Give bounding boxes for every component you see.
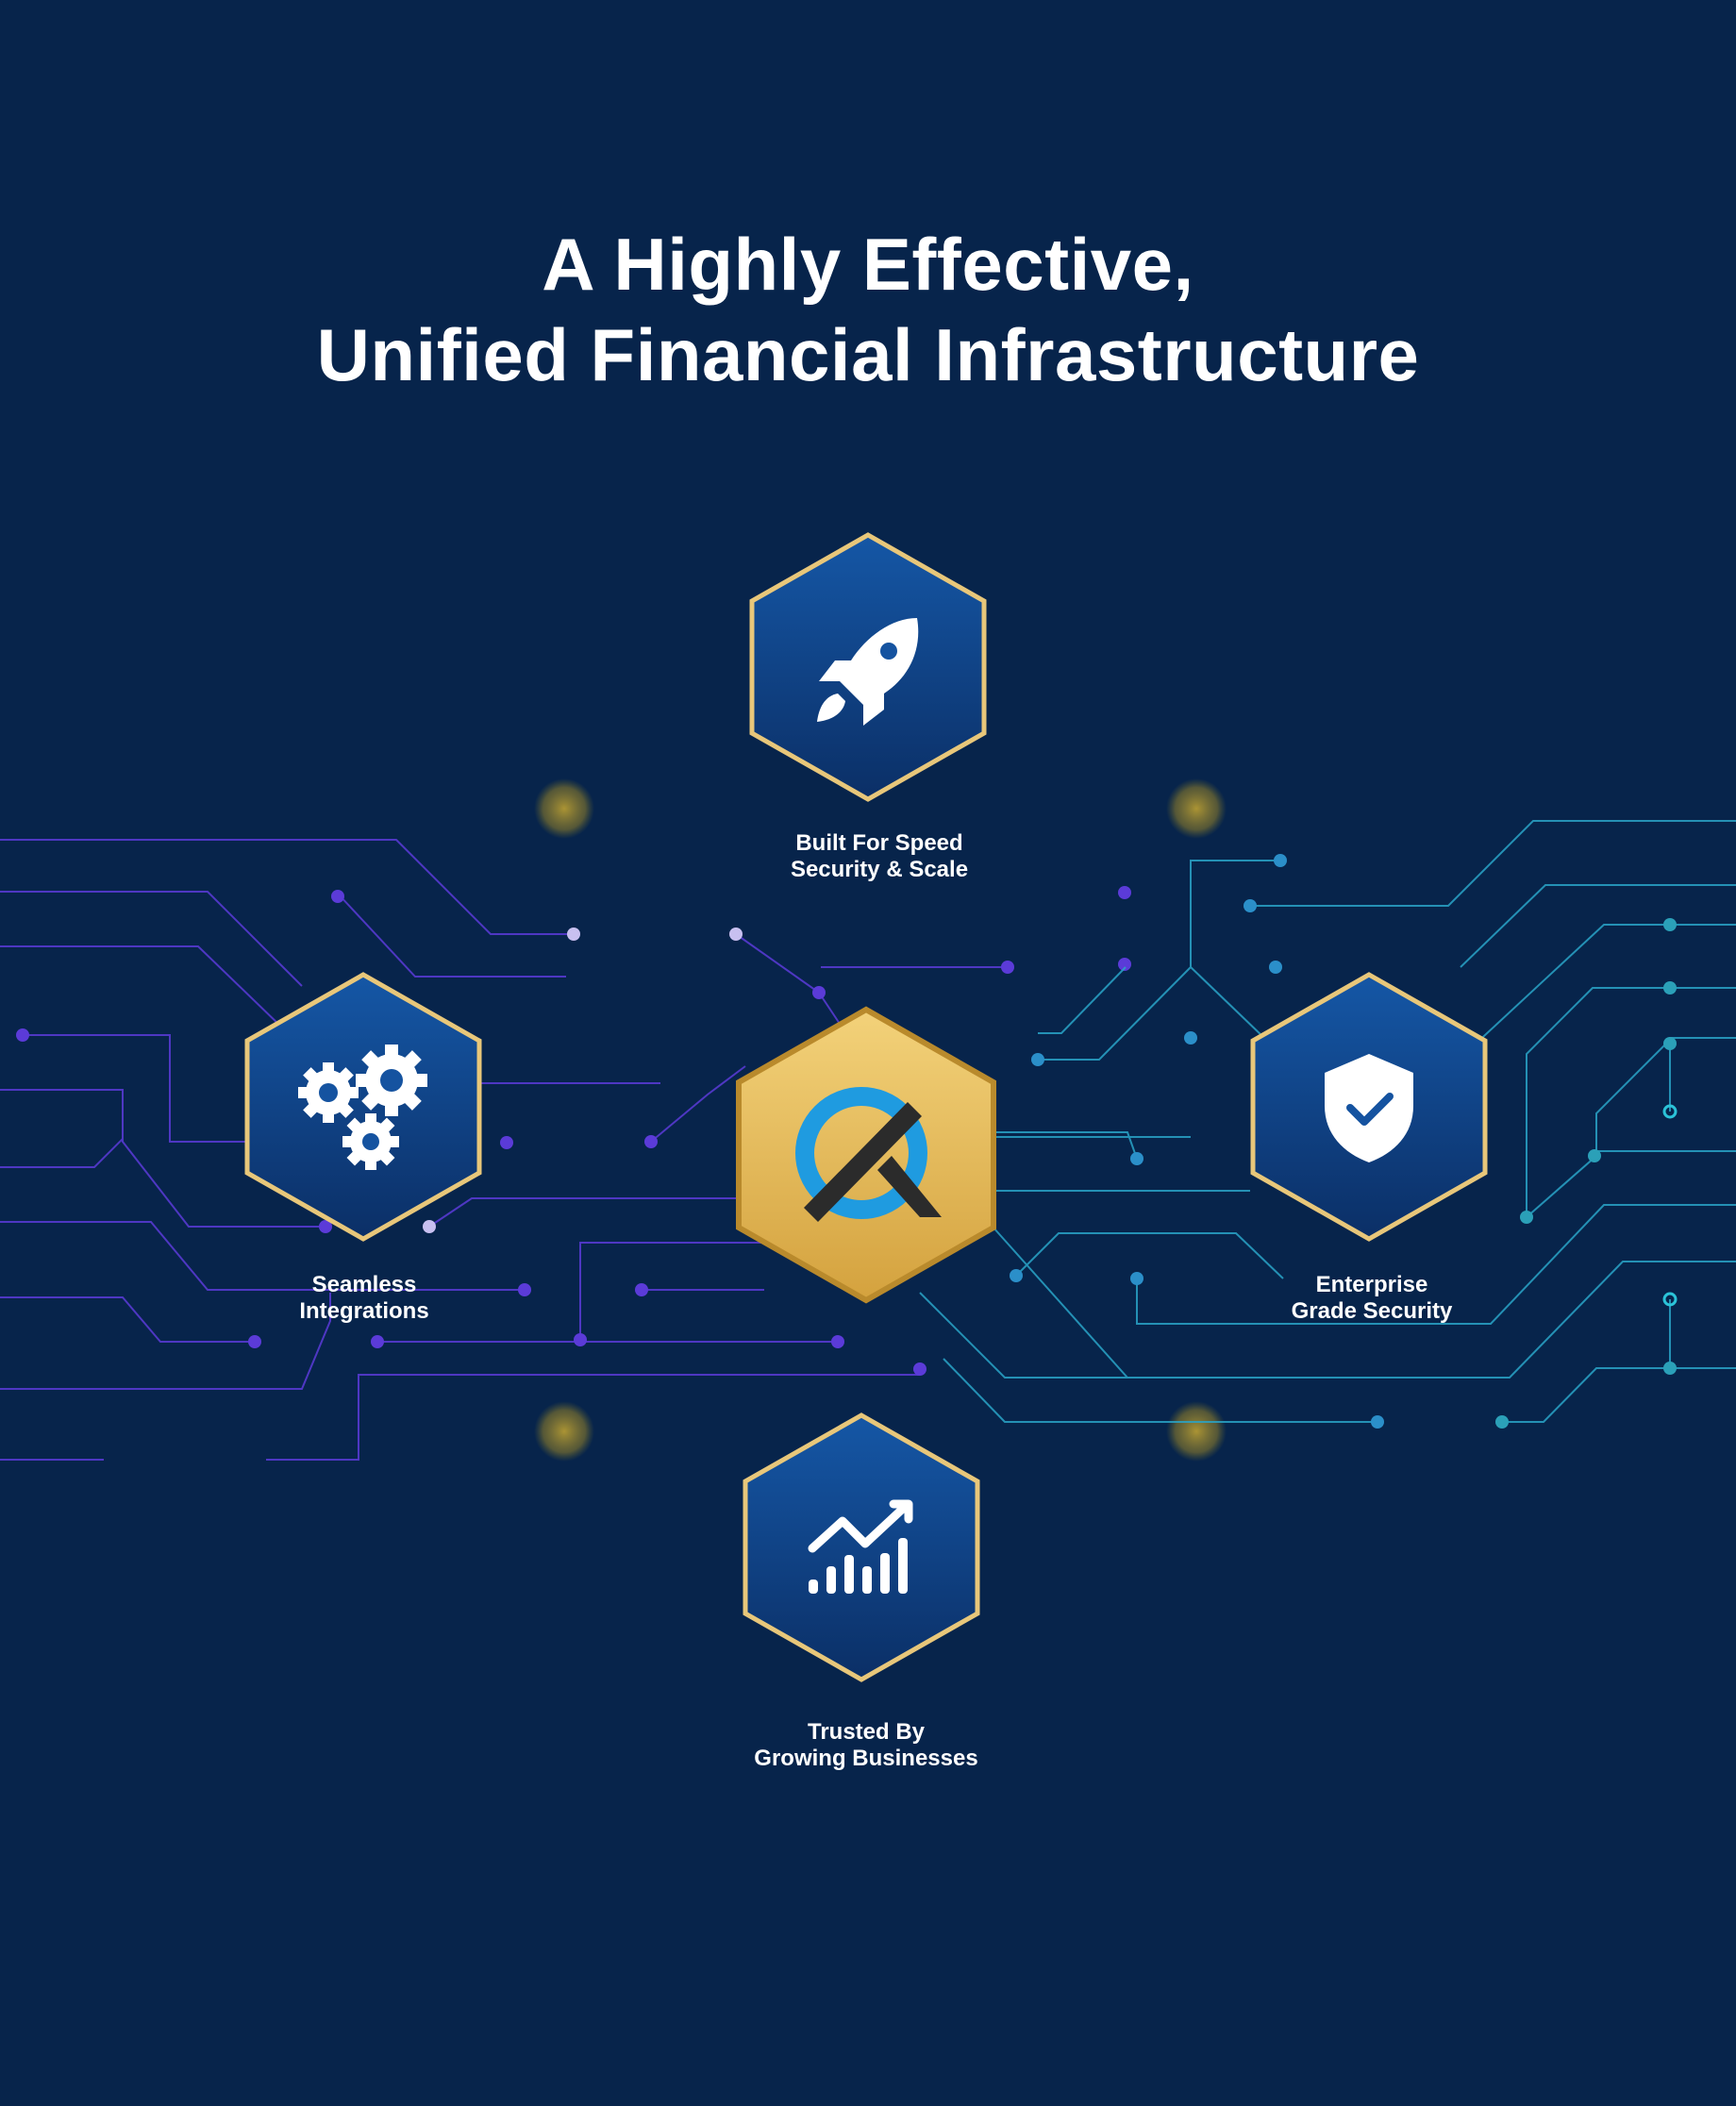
glow-dot: [1166, 1401, 1227, 1462]
circuit-node: [1001, 961, 1014, 974]
circuit-node: [1663, 1362, 1677, 1375]
circuit-node: [1184, 1031, 1197, 1045]
circuit-node: [635, 1283, 648, 1296]
circuit-node: [1663, 918, 1677, 931]
circuit-node: [1244, 899, 1257, 912]
circuit-node: [1031, 1053, 1044, 1066]
center-hub: [736, 1006, 996, 1304]
circuit-node: [1663, 1037, 1677, 1050]
glow-dot: [1166, 778, 1227, 839]
hexagon-frame: [244, 972, 482, 1242]
circuit-node: [1495, 1415, 1509, 1429]
circuit-node: [1588, 1149, 1601, 1162]
growth-chart-icon: [808, 1499, 913, 1594]
circuit-node: [913, 1362, 926, 1376]
circuit-node: [371, 1335, 384, 1348]
circuit-nodes-teal: [1495, 918, 1677, 1429]
title-line-2: Unified Financial Infrastructure: [316, 313, 1420, 396]
feature-trusted: [743, 1412, 980, 1682]
label-integrations-line-1: Seamless: [311, 1272, 417, 1297]
label-security: Enterprise Grade Security: [1202, 1272, 1542, 1325]
label-integrations-line-2: Integrations: [299, 1298, 429, 1324]
circuit-node: [1130, 1272, 1143, 1285]
glow-dots: [534, 778, 1227, 1462]
circuit-node: [423, 1220, 436, 1233]
circuit-node: [1274, 854, 1287, 867]
circuit-node: [729, 928, 743, 941]
circuit-node: [1130, 1152, 1143, 1165]
label-speed: Built For Speed Security & Scale: [709, 830, 1049, 883]
label-speed-line-2: Security & Scale: [790, 857, 969, 882]
circuit-node: [1118, 958, 1131, 971]
gears-icon: [298, 1045, 427, 1170]
label-speed-line-1: Built For Speed: [795, 830, 963, 856]
circuit-node: [500, 1136, 513, 1149]
circuit-node: [1663, 981, 1677, 994]
hexagon-frame: [743, 1412, 980, 1682]
circuit-traces-right: [919, 820, 1736, 1423]
circuit-node: [248, 1335, 261, 1348]
circuit-node: [16, 1028, 29, 1042]
glow-dot: [534, 778, 594, 839]
circuit-node: [518, 1283, 531, 1296]
circuit-nodes-right: [1010, 854, 1384, 1429]
label-security-line-2: Grade Security: [1291, 1298, 1453, 1324]
glow-dot: [534, 1401, 594, 1462]
circuit-node: [1520, 1211, 1533, 1224]
circuit-node: [567, 928, 580, 941]
feature-security: [1250, 972, 1488, 1242]
circuit-node: [1010, 1269, 1023, 1282]
shield-check-icon: [1325, 1054, 1413, 1162]
label-trusted: Trusted By Growing Businesses: [696, 1719, 1036, 1772]
feature-speed: [749, 532, 987, 802]
label-integrations: Seamless Integrations: [194, 1272, 534, 1325]
label-security-line-1: Enterprise: [1315, 1272, 1428, 1297]
circuit-node: [574, 1333, 587, 1346]
brand-logo-icon: [795, 1087, 942, 1222]
rocket-icon: [817, 618, 919, 726]
circuit-nodes-light: [423, 928, 743, 1233]
feature-integrations: [244, 972, 482, 1242]
page-title: A Highly Effective, Unified Financial In…: [0, 219, 1736, 400]
circuit-node: [812, 986, 826, 999]
label-trusted-line-2: Growing Businesses: [754, 1746, 978, 1771]
circuit-node: [1118, 886, 1131, 899]
label-trusted-line-1: Trusted By: [807, 1719, 926, 1745]
circuit-ring: [1662, 1104, 1678, 1119]
circuit-node: [831, 1335, 844, 1348]
circuit-nodes-left: [16, 886, 1131, 1376]
circuit-node: [1371, 1415, 1384, 1429]
circuit-traces-left: [0, 839, 1008, 1461]
circuit-node: [644, 1135, 658, 1148]
circuit-node: [319, 1220, 332, 1233]
circuit-ring: [1662, 1292, 1678, 1307]
circuit-ring-nodes: [1662, 1104, 1678, 1307]
circuit-node: [331, 890, 344, 903]
circuit-node: [1269, 961, 1282, 974]
title-line-1: A Highly Effective,: [542, 223, 1194, 306]
